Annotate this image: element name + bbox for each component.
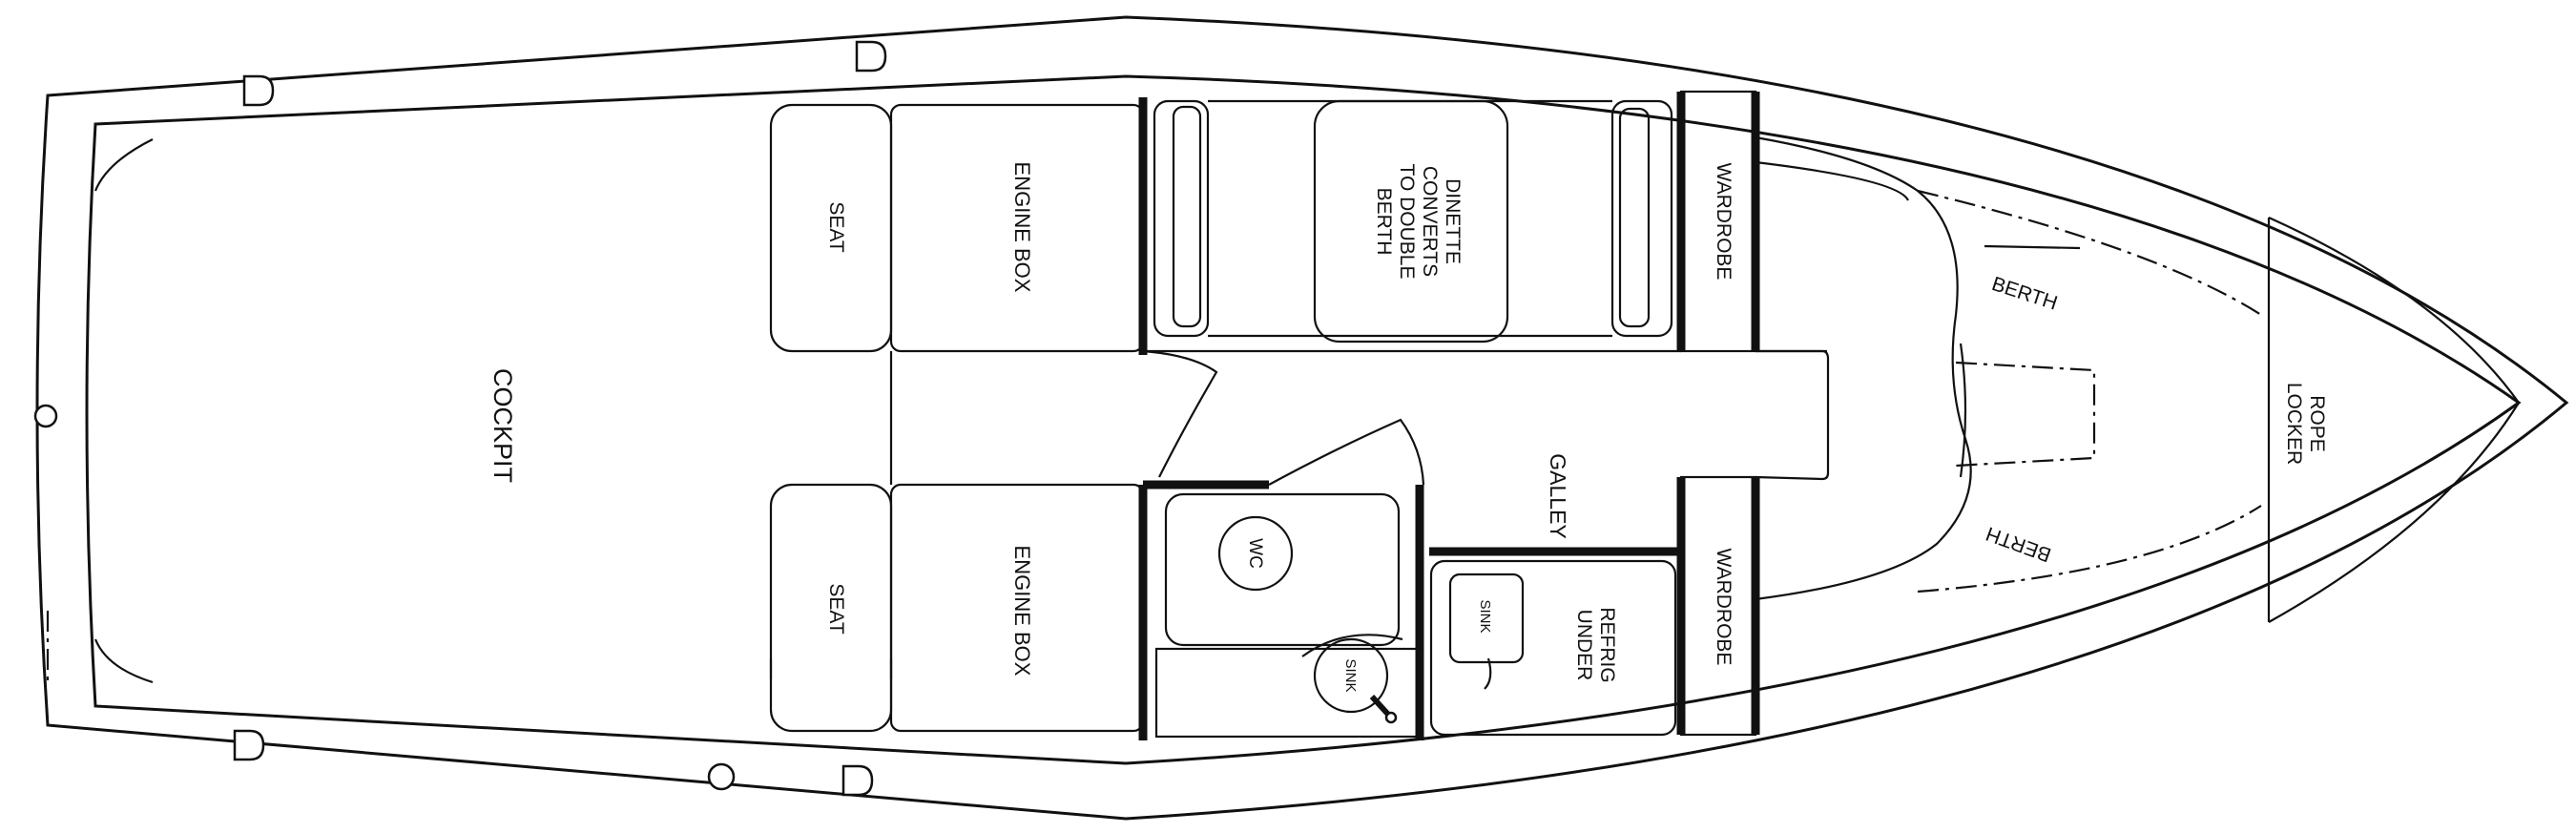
svg-text:UNDER: UNDER [1573,610,1595,681]
cleat-icon [855,40,887,73]
label-seat-starboard: SEAT [825,583,847,634]
wc-bowl [1217,515,1294,592]
label-galley: GALLEY [1546,453,1570,539]
label-engine-box-starboard: ENGINE BOX [1010,546,1034,677]
deck-fittings [33,40,887,797]
label-cockpit: COCKPIT [488,368,517,483]
label-seat-port: SEAT [825,201,847,252]
hull-outline [35,15,2569,821]
label-wc: WC [1245,538,1265,569]
label-engine-box-port: ENGINE BOX [1010,162,1034,293]
label-refrig-under: REFRIG UNDER [1573,607,1618,682]
label-berth-starboard: BERTH [1984,522,2054,566]
label-wardrobe-port: WARDROBE [1713,163,1735,281]
stern-details [46,611,893,687]
label-wardrobe-starboard: WARDROBE [1713,549,1735,666]
svg-text:CONVERTS: CONVERTS [1419,166,1441,277]
svg-text:TO DOUBLE: TO DOUBLE [1396,164,1418,280]
v-berth [1755,135,2262,601]
svg-text:BERTH: BERTH [1373,188,1395,256]
fitting-ring-icon [707,762,736,791]
fitting-ring-icon [33,404,58,428]
rope-locker [2267,216,2521,623]
svg-text:REFRIG: REFRIG [1596,607,1618,682]
galley [1429,349,1830,737]
aft-furniture [769,103,1145,733]
svg-text:ROPE: ROPE [2306,395,2328,452]
plan-labels: COCKPIT SEAT ENGINE BOX SEAT ENGINE BOX … [488,162,2328,693]
svg-text:LOCKER: LOCKER [2283,383,2305,465]
wardrobes [1679,90,1757,737]
cleat-icon [242,74,275,107]
dinette [1143,99,1681,353]
sink-basin-head [1313,637,1389,714]
cleat-icon [841,764,874,797]
label-sink-head: SINK [1342,658,1359,692]
head-compartment [1142,349,1425,739]
label-dinette: DINETTE CONVERTS TO DOUBLE BERTH [1373,164,1464,280]
cleat-icon [233,729,265,761]
label-sink-galley: SINK [1477,599,1493,633]
label-berth-port: BERTH [1989,273,2060,315]
label-rope-locker: ROPE LOCKER [2283,383,2328,465]
svg-text:DINETTE: DINETTE [1442,178,1464,264]
